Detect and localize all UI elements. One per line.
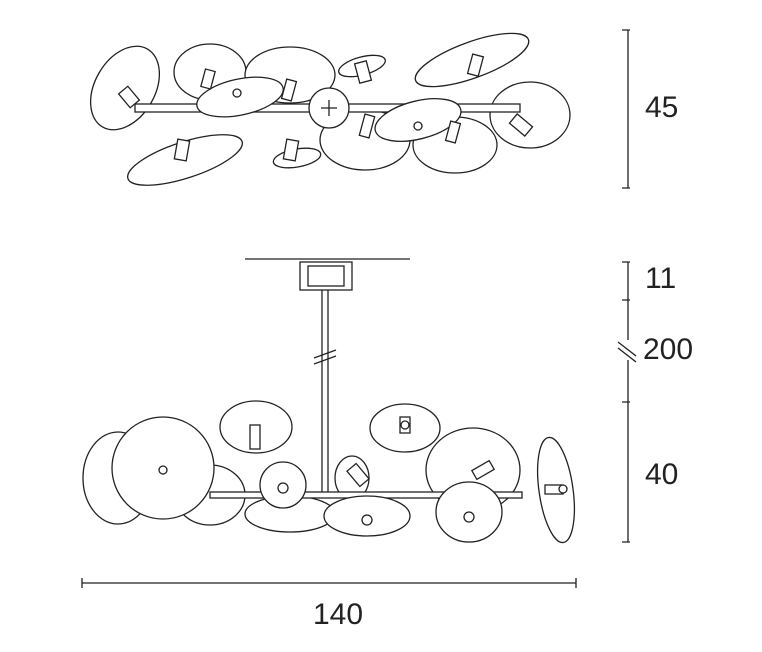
dimension-canopy-height: 11 — [645, 262, 677, 295]
dimension-cable-length: 200 — [643, 333, 694, 366]
dimension-width: 140 — [313, 598, 364, 631]
dimension-top-view-height: 45 — [645, 91, 679, 124]
dimension-lines — [81, 29, 637, 588]
front-view — [82, 258, 576, 544]
top-view — [89, 32, 571, 186]
dimension-body-height: 40 — [645, 458, 679, 491]
